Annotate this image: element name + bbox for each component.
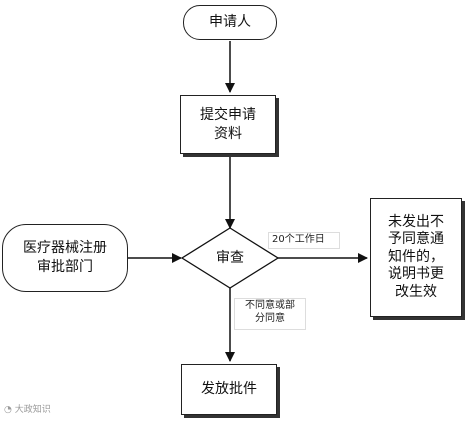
applicant-node: 申请人 bbox=[183, 5, 277, 40]
not-approved-node: 未发出不 予同意通 知件的， 说明书更 改生效 bbox=[370, 198, 462, 317]
watermark-text: 大政知识 bbox=[14, 405, 51, 415]
issue-approval-label: 发放批件 bbox=[201, 381, 257, 398]
review-node: 审查 bbox=[197, 244, 263, 272]
submit-materials-label: 提交申请 资料 bbox=[200, 106, 256, 142]
review-diamond-shape bbox=[180, 227, 280, 289]
review-label: 审查 bbox=[216, 249, 244, 266]
issue-approval-node: 发放批件 bbox=[181, 364, 277, 415]
registry-department-node: 医疗器械注册 审批部门 bbox=[2, 224, 128, 292]
twenty-days-label: 20个工作日 bbox=[272, 234, 325, 245]
registry-department-label: 医疗器械注册 审批部门 bbox=[23, 240, 107, 275]
submit-materials-node: 提交申请 资料 bbox=[180, 95, 276, 154]
disagree-label: 不同意或部 分同意 bbox=[245, 300, 295, 324]
watermark-logo-icon: ◔ bbox=[4, 405, 15, 415]
disagree-label-box bbox=[234, 298, 306, 330]
not-approved-label: 未发出不 予同意通 知件的， 说明书更 改生效 bbox=[388, 213, 444, 300]
watermark: ◔ 大政知识 bbox=[4, 402, 51, 415]
applicant-label: 申请人 bbox=[209, 14, 251, 31]
twenty-days-label-box bbox=[268, 232, 340, 249]
